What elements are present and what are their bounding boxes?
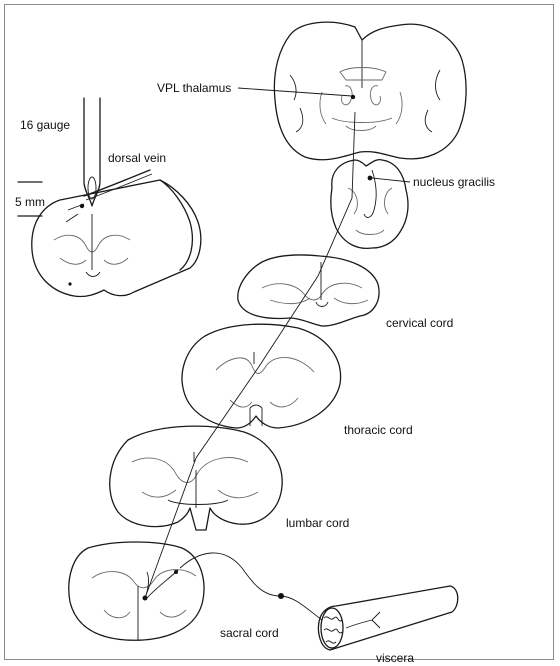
viscera-colon [318,586,457,650]
sacral-cord-label: sacral cord [220,627,279,639]
scale-label: 5 mm [15,196,45,208]
dorsal-vein [84,170,150,196]
vpl-thalamus-pointer [238,88,352,96]
cord-block-inset [32,180,201,297]
nucleus-gracilis-neuron [368,176,373,181]
thoracic-cord-label: thoracic cord [344,424,413,436]
vpl-thalamus-neuron [351,95,355,99]
medulla-section [331,160,408,249]
dorsal-root-ganglion [278,593,284,599]
cervical-cord-label: cervical cord [386,317,453,329]
nucleus-gracilis-label: nucleus gracilis [413,176,495,188]
dorsal-vein-label: dorsal vein [108,152,166,164]
thoracic-cord-section [182,324,341,428]
sacral-interneuron [174,570,178,574]
brain-coronal-section [274,22,466,160]
vpl-thalamus-label: VPL thalamus [157,82,231,94]
lumbar-cord-label: lumbar cord [286,517,349,529]
sacral-relay-neuron [143,596,148,601]
lumbar-cord-section [110,426,282,530]
viscera-label: viscera [376,652,414,664]
gauge-label: 16 gauge [20,119,70,131]
sacral-cord-section [69,542,204,640]
visceral-afferent-fiber [180,553,322,620]
needle-16-gauge [84,98,100,206]
